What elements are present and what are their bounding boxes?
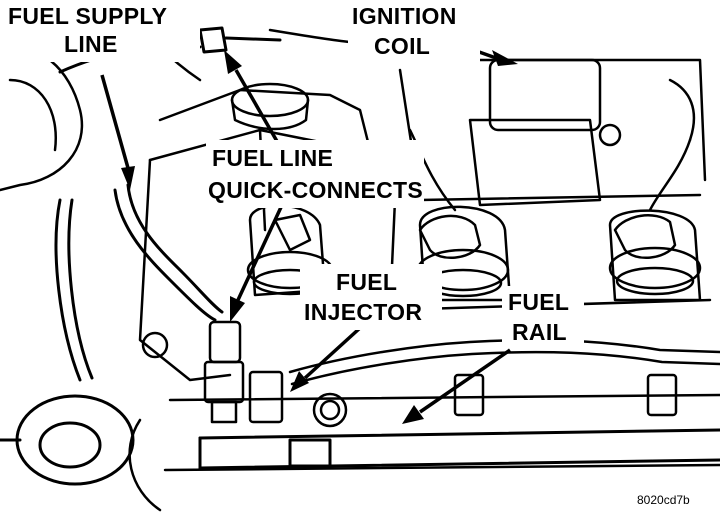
callout-fuel-injector: FUEL INJECTOR xyxy=(304,269,422,325)
wiring-harness xyxy=(288,338,720,386)
callout-fuel-supply-line: FUEL SUPPLY LINE xyxy=(8,3,167,57)
fuel-injector-label-line1: FUEL xyxy=(336,269,397,295)
callout-ignition-coil: IGNITION COIL xyxy=(352,3,457,59)
arrow-fuel-rail xyxy=(402,348,511,424)
filler-cap xyxy=(0,394,135,486)
spark-plug-boots xyxy=(273,78,696,259)
arrow-fuel-supply-line xyxy=(100,74,135,190)
arrow-quick-connect-upper xyxy=(224,50,284,151)
fuel-injector-label-line2: INJECTOR xyxy=(304,299,422,325)
fuel-rail-shape xyxy=(198,428,720,470)
callout-fuel-line-quick-connects: FUEL LINE QUICK-CONNECTS xyxy=(208,145,423,203)
fuel-rail-label-line2: RAIL xyxy=(512,319,567,345)
arrow-fuel-injector xyxy=(290,326,362,392)
quick-connects-label-line2: QUICK-CONNECTS xyxy=(208,177,423,203)
ignition-coil-label-line1: IGNITION xyxy=(352,3,457,29)
figure-code: 8020cd7b xyxy=(637,493,690,507)
fuel-supply-line-label-line2: LINE xyxy=(64,31,118,57)
fuel-rail-label-line1: FUEL xyxy=(508,289,569,315)
quick-connects-label-line1: FUEL LINE xyxy=(212,145,333,171)
callout-fuel-rail: FUEL RAIL xyxy=(508,289,569,345)
label-backgrounds xyxy=(0,0,584,348)
leader-arrows xyxy=(100,36,518,424)
injector-connectors xyxy=(141,123,678,428)
arrow-quick-connect-lower xyxy=(230,204,284,322)
ignition-coil-label-line2: COIL xyxy=(374,33,430,59)
fuel-supply-line-label-line1: FUEL SUPPLY xyxy=(8,3,167,29)
